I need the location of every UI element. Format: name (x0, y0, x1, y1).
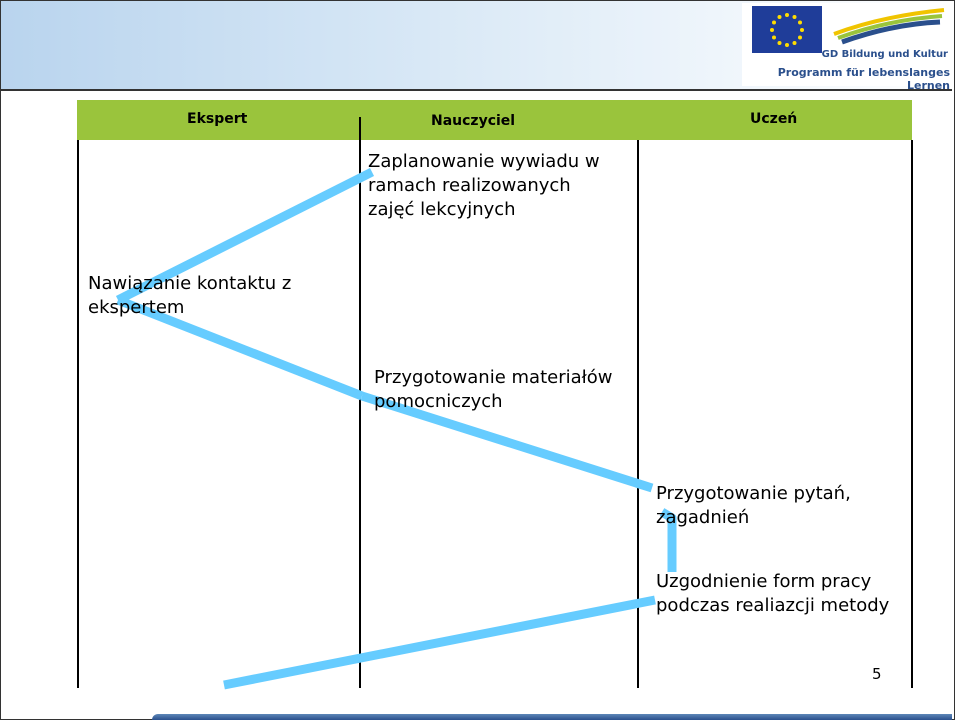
connector-5 (223, 595, 656, 690)
column-header-label: Ekspert (187, 111, 248, 127)
logo-caption-programme: Programm für lebenslanges Lernen (777, 66, 950, 92)
page-number: 5 (872, 665, 882, 683)
column-border-right (911, 140, 913, 688)
column-header-ekspert: Ekspert (77, 100, 359, 140)
lifelong-learning-logo-icon (832, 8, 947, 46)
step-przygotowanie-pytan: Przygotowanie pytań, zagadnień (656, 483, 851, 528)
eu-flag-icon (752, 6, 822, 53)
connector-4 (659, 508, 677, 572)
connector-3 (360, 391, 654, 493)
connector-1 (115, 167, 375, 305)
footer-bar (152, 714, 952, 720)
column-header-label: Nauczyciel (431, 113, 516, 129)
column-header-nauczyciel: Nauczyciel (359, 100, 638, 140)
column-header-label: Uczeń (750, 111, 798, 127)
connector-2 (116, 295, 364, 401)
step-przygotowanie-materialow: Przygotowanie materiałów pomocniczych (374, 367, 613, 412)
step-zaplanowanie-wywiadu: Zaplanowanie wywiadu w ramach realizowan… (368, 151, 600, 220)
column-divider-1 (359, 117, 361, 688)
step-uzgodnienie-form: Uzgodnienie form pracy podczas realiazcj… (656, 571, 890, 616)
column-border-left (77, 140, 79, 688)
header-divider (1, 89, 952, 91)
logo-caption-dg: GD Bildung und Kultur (821, 49, 948, 60)
column-divider-2 (637, 140, 639, 688)
step-nawiazanie-kontaktu: Nawiązanie kontaktu z ekspertem (88, 273, 292, 318)
column-header-uczen: Uczeń (638, 100, 912, 140)
